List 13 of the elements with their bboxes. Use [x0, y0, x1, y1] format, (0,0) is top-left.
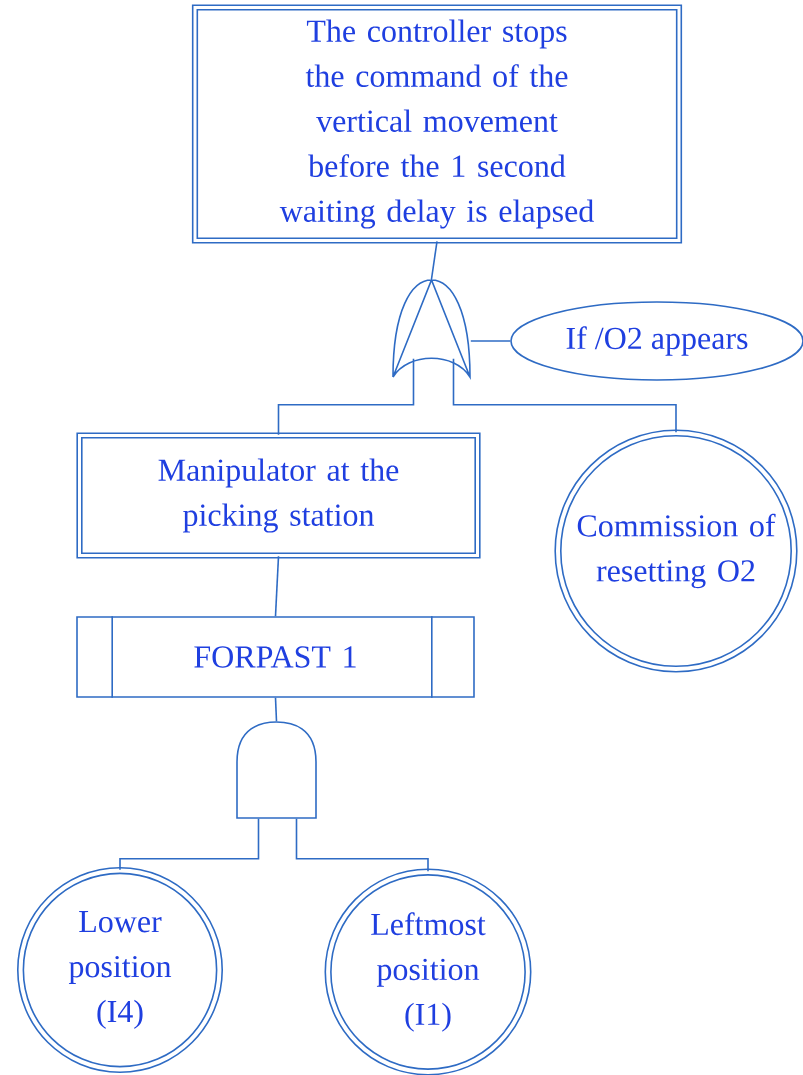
- connector-line: [274, 555, 280, 617]
- event-box: The controller stops the command of the vertical movement before the 1 second waiting delay is elapsed: [191, 4, 683, 244]
- and-gate: [236, 721, 317, 819]
- connector-line: [274, 697, 278, 722]
- connector-line: [430, 240, 438, 280]
- connector-line: [452, 358, 677, 433]
- event-box: Manipulator at the picking station: [76, 432, 481, 559]
- connector-line: [470, 340, 511, 342]
- or-gate: [392, 279, 471, 378]
- connector-line: [295, 818, 429, 873]
- subroutine-box: FORPAST 1: [76, 615, 475, 699]
- connector-line: [277, 358, 415, 436]
- connector-line: [119, 818, 260, 871]
